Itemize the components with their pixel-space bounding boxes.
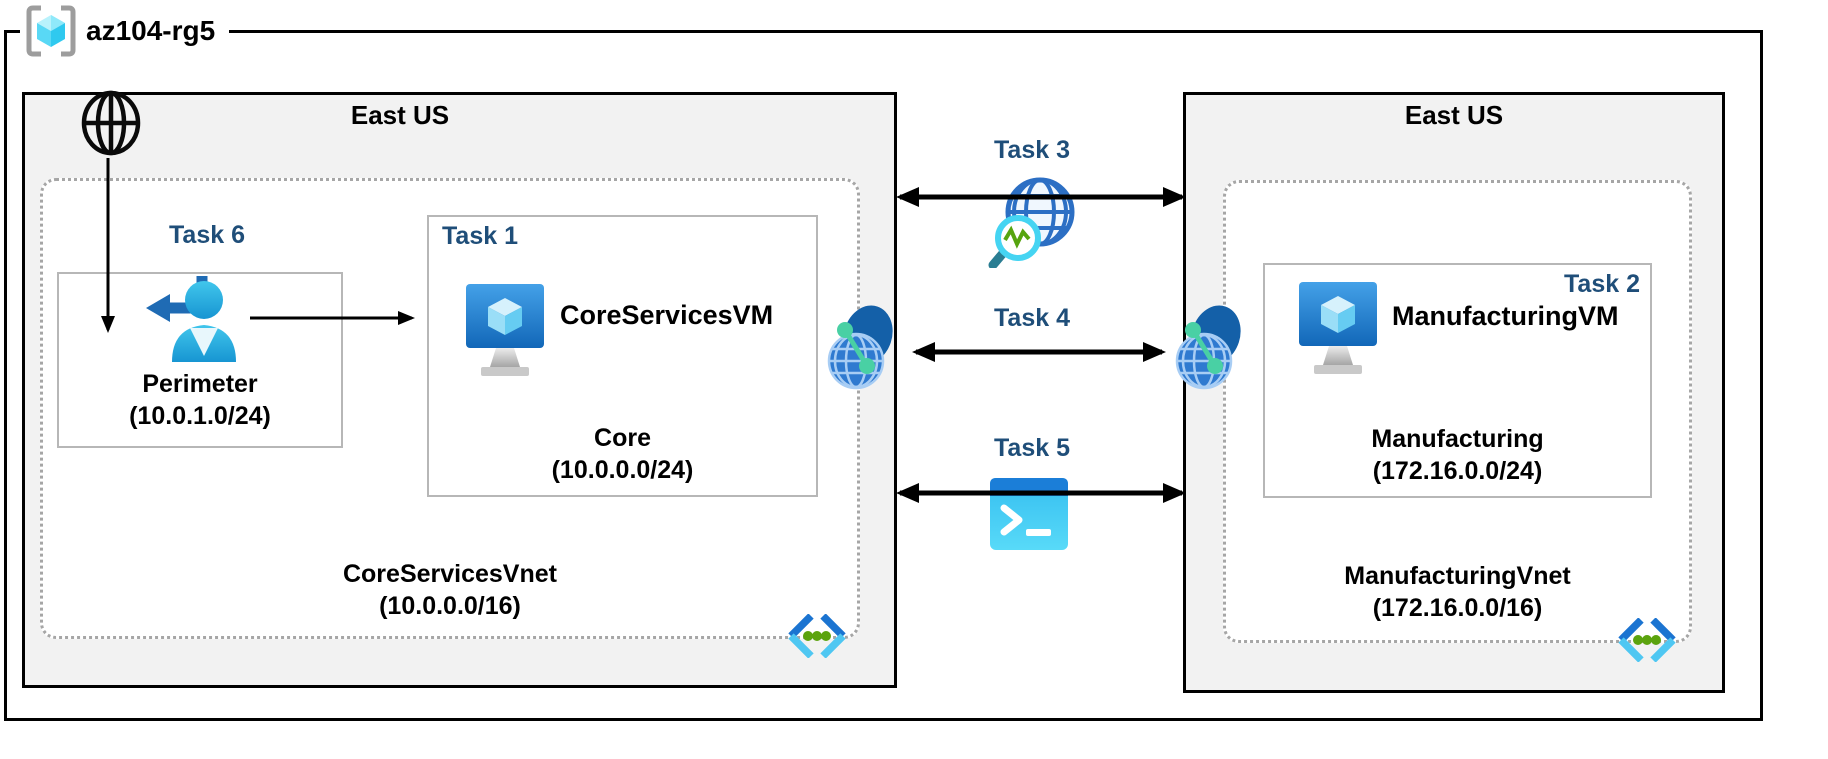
virtual-network-icon-right	[1618, 618, 1676, 662]
vnet-peering-icon-right	[1175, 305, 1241, 390]
vnet-peering-icon-left	[827, 305, 893, 390]
manufacturing-subnet-name: Manufacturing	[1371, 425, 1544, 453]
perimeter-subnet-label: Perimeter (10.0.1.0/24)	[57, 368, 343, 432]
task2-label: Task 2	[1564, 270, 1640, 298]
core-subnet-label: Core (10.0.0.0/24)	[427, 422, 818, 486]
resource-group-name: az104-rg5	[86, 15, 216, 46]
network-watcher-icon	[988, 177, 1075, 268]
vm-name-coreservices: CoreServicesVM	[560, 300, 774, 330]
resource-group-boundary	[4, 30, 1763, 721]
region-title-left: East US	[350, 100, 450, 130]
manufacturing-vnet-name: ManufacturingVnet	[1344, 562, 1571, 590]
perimeter-name: Perimeter	[142, 370, 258, 398]
vm-icon-manufacturing	[1299, 282, 1377, 374]
vm-name-manufacturing: ManufacturingVM	[1392, 301, 1619, 331]
task3-label: Task 3	[994, 136, 1070, 164]
region-title-right: East US	[1404, 100, 1504, 130]
manufacturing-subnet-label: Manufacturing (172.16.0.0/24)	[1263, 423, 1652, 487]
manufacturing-vnet-cidr: (172.16.0.0/16)	[1372, 594, 1543, 622]
internet-globe-icon	[81, 90, 141, 156]
virtual-network-icon-left	[788, 614, 846, 658]
perimeter-cidr: (10.0.1.0/24)	[129, 402, 271, 430]
coreservices-vnet-label: CoreServicesVnet (10.0.0.0/16)	[40, 558, 860, 622]
manufacturing-subnet-cidr: (172.16.0.0/24)	[1372, 457, 1543, 485]
coreservices-vnet-cidr: (10.0.0.0/16)	[379, 592, 521, 620]
vm-icon-coreservices	[466, 284, 544, 376]
core-subnet-cidr: (10.0.0.0/24)	[551, 456, 694, 484]
coreservices-vnet-name: CoreServicesVnet	[342, 560, 557, 588]
cloud-shell-icon	[990, 478, 1068, 550]
resource-group-badge: az104-rg5	[20, 2, 230, 60]
task5-label: Task 5	[994, 434, 1070, 462]
user-inbound-icon	[146, 276, 236, 362]
core-subnet-name: Core	[594, 424, 651, 452]
manufacturing-vnet-label: ManufacturingVnet (172.16.0.0/16)	[1223, 560, 1692, 624]
task1-label: Task 1	[442, 222, 518, 250]
task6-label: Task 6	[169, 221, 245, 249]
resource-group-icon	[26, 5, 76, 57]
task4-label: Task 4	[994, 304, 1070, 332]
task1-core-subnet-box	[427, 215, 818, 497]
